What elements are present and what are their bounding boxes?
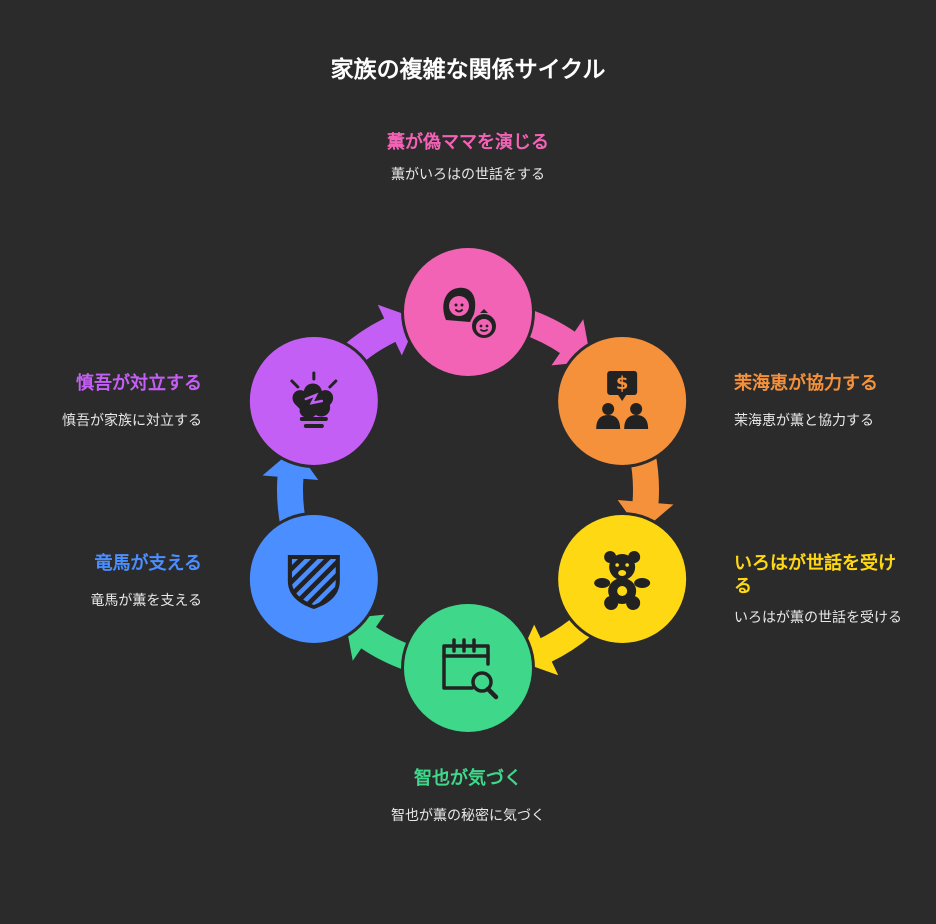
step-description-4: 竜馬が薫を支える (90, 593, 202, 609)
step-label-0: 薫が偽ママを演じる 薫がいろはの世話をする (378, 131, 558, 184)
money-people-icon: $ (596, 371, 649, 429)
step-description-2: いろはが薫の世話を受ける (734, 610, 902, 626)
svg-text:$: $ (616, 373, 629, 394)
step-label-1: 茉海恵が協力する 茉海恵が薫と協力する (734, 372, 924, 430)
step-node-5 (246, 334, 381, 468)
step-heading-2: いろはが世話を受ける (734, 553, 896, 597)
cycle-nodes: $ (246, 245, 690, 735)
step-node-4 (246, 512, 381, 646)
step-heading-4: 竜馬が支える (94, 553, 202, 574)
step-label-4: 竜馬が支える 竜馬が薫を支える (20, 552, 202, 610)
step-node-2 (555, 512, 690, 646)
page-title: 家族の複雑な関係サイクル (330, 57, 606, 83)
step-label-3: 智也が気づく 智也が薫の秘密に気づく (368, 767, 568, 825)
step-description-0: 薫がいろはの世話をする (391, 167, 545, 183)
calendar-search-icon (442, 638, 499, 700)
step-heading-1: 茉海恵が協力する (734, 373, 878, 394)
step-node-3 (401, 601, 535, 735)
step-node-0 (401, 245, 535, 379)
step-heading-5: 慎吾が対立する (76, 373, 202, 394)
step-heading-0: 薫が偽ママを演じる (387, 132, 549, 153)
step-description-1: 茉海恵が薫と協力する (734, 413, 874, 429)
mother-baby-icon (443, 287, 496, 338)
angry-explosion-icon (290, 371, 338, 428)
step-node-1: $ (555, 334, 690, 468)
teddy-bear-icon (594, 551, 651, 610)
step-heading-3: 智也が気づく (414, 768, 522, 789)
step-label-5: 慎吾が対立する 慎吾が家族に対立する (20, 372, 202, 430)
step-label-2: いろはが世話を受ける いろはが薫の世話を受ける (734, 552, 906, 627)
step-description-3: 智也が薫の秘密に気づく (391, 808, 545, 824)
step-description-5: 慎吾が家族に対立する (62, 413, 202, 429)
